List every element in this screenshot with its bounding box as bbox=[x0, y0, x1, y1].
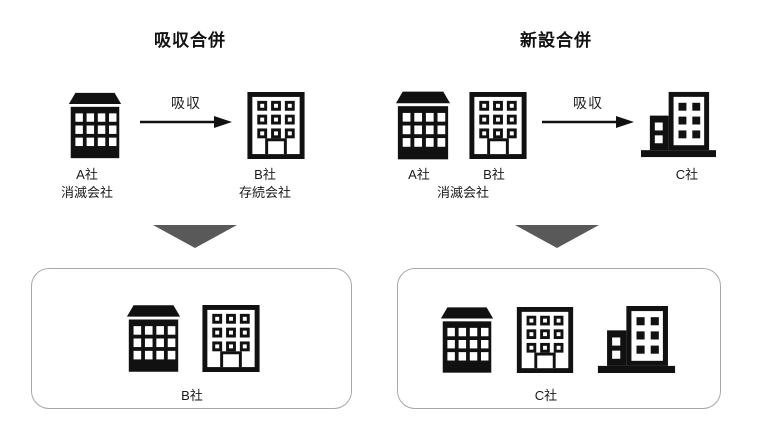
consolidation-result-label: C社 bbox=[534, 388, 558, 403]
building-filled-icon bbox=[394, 91, 452, 160]
consolidation-companies-role: 消滅会社 bbox=[436, 185, 489, 200]
consolidation-company-c-name: C社 bbox=[675, 167, 699, 182]
absorption-company-b-role: 存続会社 bbox=[238, 185, 291, 200]
arrow-right-icon bbox=[140, 115, 232, 129]
absorption-result-label: B社 bbox=[181, 388, 203, 403]
building-outlined-icon bbox=[247, 92, 305, 159]
consolidation-company-a-name: A社 bbox=[408, 167, 430, 182]
building-outlined-icon bbox=[469, 92, 527, 159]
absorption-arrow-label: 吸収 bbox=[171, 95, 201, 111]
consolidation-company-b-name: B社 bbox=[483, 167, 505, 182]
building-two-tower-icon bbox=[641, 90, 716, 159]
absorption-title: 吸収合併 bbox=[154, 31, 226, 50]
building-outlined-icon bbox=[202, 305, 260, 372]
building-filled-icon bbox=[439, 306, 495, 374]
absorption-result-box bbox=[31, 268, 352, 409]
building-two-tower-icon bbox=[590, 306, 683, 373]
building-filled-icon bbox=[125, 304, 182, 373]
consolidation-title: 新設合併 bbox=[520, 31, 592, 50]
absorption-company-a-role: 消滅会社 bbox=[60, 185, 113, 200]
consolidation-arrow-label: 吸収 bbox=[573, 95, 603, 111]
absorption-company-a-name: A社 bbox=[76, 167, 98, 182]
arrow-right-icon bbox=[542, 115, 634, 129]
building-outlined-icon bbox=[516, 307, 574, 373]
triangle-down-icon bbox=[515, 225, 599, 248]
building-filled-icon bbox=[67, 91, 123, 160]
absorption-company-b-name: B社 bbox=[254, 167, 276, 182]
triangle-down-icon bbox=[153, 225, 237, 248]
